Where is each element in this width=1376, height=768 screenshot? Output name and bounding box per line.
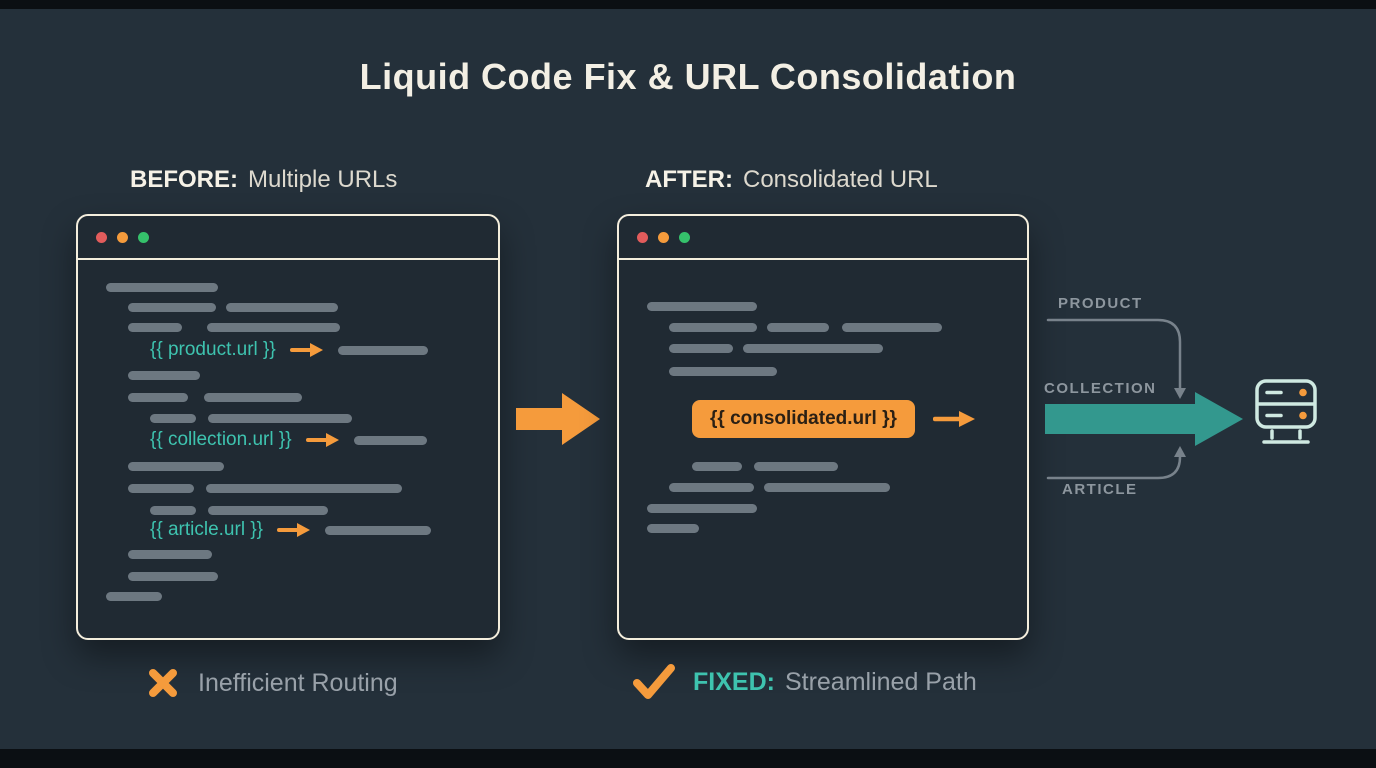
x-icon xyxy=(149,669,177,697)
skeleton-bar xyxy=(692,462,742,471)
after-heading: AFTER: Consolidated URL xyxy=(645,166,938,194)
after-window: {{ consolidated.url }} xyxy=(617,214,1029,640)
top-border xyxy=(0,0,1376,9)
skeleton-bar xyxy=(337,345,428,355)
product-url-code: {{ product.url }} xyxy=(150,339,276,360)
skeleton-bar xyxy=(743,344,883,353)
skeleton-bar xyxy=(764,483,890,492)
traffic-light-red-icon xyxy=(96,231,107,243)
server-icon xyxy=(1255,379,1317,444)
skeleton-bar xyxy=(669,323,757,332)
skeleton-bar xyxy=(128,550,212,559)
before-heading-sublabel: Multiple URLs xyxy=(248,166,398,193)
consolidated-url-row: {{ consolidated.url }} xyxy=(692,400,977,438)
routing-connector-lines xyxy=(1046,318,1186,480)
before-window: {{ product.url }} {{ collection.url }} xyxy=(76,214,500,640)
skeleton-bar xyxy=(128,484,194,493)
after-caption-prefix: FIXED: xyxy=(693,667,775,696)
skeleton-bar xyxy=(754,462,838,471)
code-line-collection: {{ collection.url }} xyxy=(150,429,427,451)
after-window-titlebar xyxy=(619,216,1027,260)
consolidated-flow-arrow-icon xyxy=(1045,392,1243,446)
code-line-article: {{ article.url }} xyxy=(150,519,432,541)
skeleton-bar xyxy=(208,414,352,423)
traffic-light-yellow-icon xyxy=(117,231,128,243)
skeleton-bar xyxy=(325,525,432,535)
skeleton-bar xyxy=(767,323,829,332)
skeleton-bar xyxy=(128,323,182,332)
code-line-product: {{ product.url }} xyxy=(150,339,428,361)
after-window-body: {{ consolidated.url }} xyxy=(619,260,1027,638)
skeleton-bar xyxy=(226,303,338,312)
route-label-product: PRODUCT xyxy=(1058,295,1143,312)
traffic-light-red-icon xyxy=(637,231,648,243)
traffic-light-yellow-icon xyxy=(658,231,669,243)
route-label-collection: COLLECTION xyxy=(1044,380,1157,397)
skeleton-bar xyxy=(106,283,218,292)
traffic-light-green-icon xyxy=(679,231,690,243)
page-title: Liquid Code Fix & URL Consolidation xyxy=(359,56,1017,97)
after-caption: FIXED: Streamlined Path xyxy=(633,664,977,700)
skeleton-bar xyxy=(128,572,218,581)
before-heading-label: BEFORE: xyxy=(130,166,238,193)
skeleton-bar xyxy=(353,435,427,445)
consolidated-url-box: {{ consolidated.url }} xyxy=(692,400,915,438)
skeleton-bar xyxy=(207,323,340,332)
route-label-article: ARTICLE xyxy=(1062,481,1138,498)
skeleton-bar xyxy=(128,462,224,471)
skeleton-bar xyxy=(204,393,302,402)
skeleton-bar xyxy=(647,524,699,533)
after-heading-sublabel: Consolidated URL xyxy=(742,166,938,193)
skeleton-bar xyxy=(669,483,754,492)
bottom-border xyxy=(0,749,1376,768)
traffic-light-green-icon xyxy=(138,231,149,243)
before-caption: Inefficient Routing xyxy=(146,666,398,700)
after-caption-text: Streamlined Path xyxy=(784,667,977,696)
skeleton-bar xyxy=(128,393,188,402)
skeleton-bar xyxy=(208,506,328,515)
skeleton-bar xyxy=(669,344,733,353)
skeleton-bar xyxy=(128,303,216,312)
arrow-right-icon xyxy=(932,411,975,427)
skeleton-bar xyxy=(647,504,757,513)
before-caption-text: Inefficient Routing xyxy=(198,668,398,697)
skeleton-bar xyxy=(128,371,200,380)
after-heading-label: AFTER: xyxy=(645,166,733,193)
skeleton-bar xyxy=(647,302,757,311)
article-url-code: {{ article.url }} xyxy=(150,519,264,540)
collection-url-code: {{ collection.url }} xyxy=(150,429,292,450)
before-heading: BEFORE: Multiple URLs xyxy=(130,166,397,194)
skeleton-bar xyxy=(106,592,162,601)
skeleton-bar xyxy=(206,484,402,493)
arrow-right-icon xyxy=(277,523,311,537)
arrow-right-icon xyxy=(289,343,323,357)
check-icon xyxy=(633,664,675,699)
transform-arrow-icon xyxy=(516,393,600,445)
before-window-body: {{ product.url }} {{ collection.url }} xyxy=(78,260,498,638)
skeleton-bar xyxy=(842,323,942,332)
skeleton-bar xyxy=(150,414,196,423)
before-window-titlebar xyxy=(78,216,498,260)
skeleton-bar xyxy=(669,367,777,376)
skeleton-bar xyxy=(150,506,196,515)
arrow-right-icon xyxy=(305,433,339,447)
